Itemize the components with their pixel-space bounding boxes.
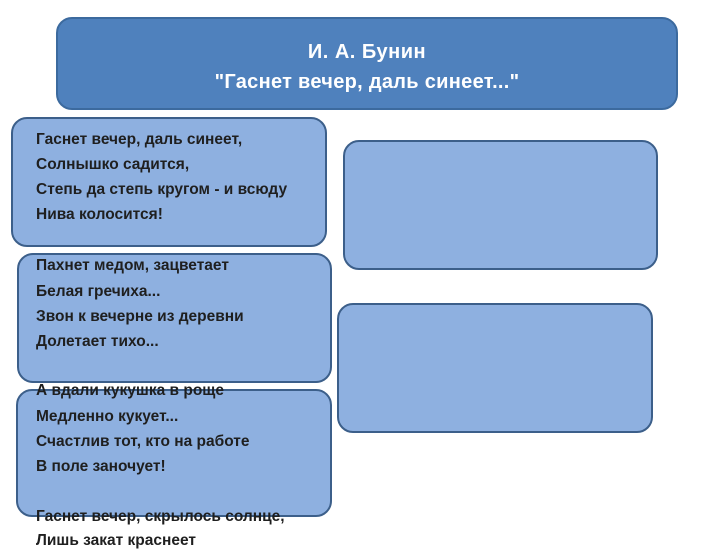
poem-line: А вдали кукушка в роще: [36, 382, 224, 399]
author-name: И. А. Бунин: [307, 41, 427, 63]
poem-line: Белая гречиха...: [36, 283, 161, 300]
poem-line: Долетает тихо...: [36, 333, 159, 350]
poem-title: "Гаснет вечер, даль синеет...": [214, 71, 520, 93]
empty-answer-box-2: [337, 303, 653, 433]
poem-line: Счастлив тот, кто на работе: [36, 433, 250, 450]
stanza-2-box: [17, 253, 332, 383]
title-banner: И. А. Бунин "Гаснет вечер, даль синеет..…: [56, 17, 678, 110]
empty-answer-box-1: [343, 140, 658, 270]
poem-line: Гаснет вечер, даль синеет,: [36, 131, 243, 148]
poem-line: В поле заночует!: [36, 458, 166, 475]
poem-line: Нива колосится!: [36, 206, 163, 223]
poem-line: Пахнет медом, зацветает: [36, 257, 229, 274]
poem-line: Степь да степь кругом - и всюду: [36, 181, 288, 198]
poem-line: Гаснет вечер, скрылось солнце,: [36, 508, 285, 525]
poem-line: Солнышко садится,: [36, 156, 190, 173]
poem-line: Лишь закат краснеет: [36, 532, 197, 549]
stanza-1-box: [11, 117, 327, 247]
stanza-3-box: [16, 389, 332, 517]
poem-line: Медленно кукует...: [36, 408, 179, 425]
poem-line: Звон к вечерне из деревни: [36, 308, 244, 325]
